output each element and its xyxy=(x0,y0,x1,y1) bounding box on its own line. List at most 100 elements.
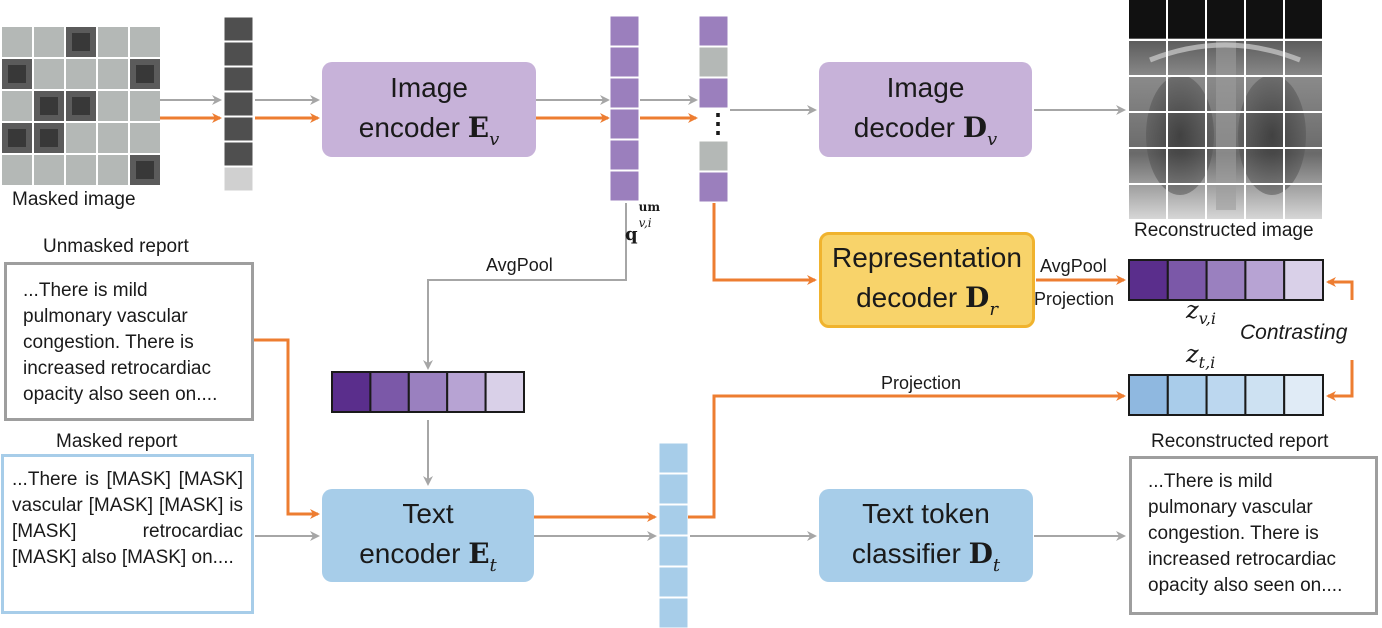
image-encoder-line2: encoder xyxy=(358,111,460,143)
image-token-column xyxy=(609,15,640,202)
text-token-classifier-block: Text token classifier Dt xyxy=(819,489,1033,582)
patch-detail xyxy=(72,97,90,115)
image-patch xyxy=(98,123,128,153)
text-token-column xyxy=(658,442,689,628)
pooled-cell xyxy=(407,371,449,413)
contrasting-label: Contrasting xyxy=(1240,321,1348,344)
classifier-line2: classifier xyxy=(851,537,961,569)
reconstructed-report-box: ...There is mild pulmonary vascular cong… xyxy=(1129,456,1378,615)
rep-decoder-line2: decoder xyxy=(856,282,958,313)
reconstructed-report-label: Reconstructed report xyxy=(1151,431,1329,452)
image-patch xyxy=(34,155,64,185)
projection-right-label: Projection xyxy=(1034,289,1115,309)
arrow-avgpool-q xyxy=(423,203,627,370)
masked-report-box: ...There is [MASK] [MASK] vascular [MASK… xyxy=(1,454,254,614)
masked-image-label: Masked image xyxy=(12,189,136,210)
strip-patch xyxy=(224,67,253,91)
arrow-contrast-bottom xyxy=(1326,360,1354,401)
image-patch xyxy=(66,123,96,153)
image-token xyxy=(609,170,640,202)
arrow-unmasked-to-textencoder xyxy=(253,338,320,519)
unmasked-report-label: Unmasked report xyxy=(43,236,189,257)
mixed-token xyxy=(698,15,729,47)
masked-report-label: Masked report xyxy=(56,431,178,452)
mixed-token xyxy=(698,140,729,172)
patch-detail xyxy=(40,97,58,115)
mixed-token xyxy=(698,77,729,109)
projection-mid-label: Projection xyxy=(881,373,962,393)
image-patch xyxy=(34,59,64,89)
strip-patch xyxy=(224,167,253,191)
patch-detail xyxy=(136,65,154,83)
classifier-sub: t xyxy=(992,554,1001,576)
patch-detail xyxy=(72,33,90,51)
image-patch xyxy=(98,27,128,57)
strip-patch-border xyxy=(223,66,254,92)
image-encoder-sub: v xyxy=(489,128,500,150)
text-encoder-sub: t xyxy=(489,554,497,576)
image-patch xyxy=(130,123,160,153)
text-token xyxy=(658,535,689,567)
image-decoder-line1: Image xyxy=(886,71,965,103)
z-v-cell xyxy=(1205,259,1247,301)
reconstructed-image-label: Reconstructed image xyxy=(1134,220,1314,241)
ellipsis-icon: ⋮ xyxy=(705,108,731,138)
pooled-cell xyxy=(446,371,487,413)
image-patch xyxy=(2,27,32,57)
strip-patch-border xyxy=(223,116,254,142)
z-t-cell xyxy=(1244,374,1286,416)
visible-patch-strip xyxy=(223,16,254,192)
z-t-cell xyxy=(1166,374,1208,416)
z-v-vector xyxy=(1128,259,1324,301)
arrow-mixed-to-repdecoder xyxy=(712,203,817,285)
image-encoder-symbol: E xyxy=(467,110,490,144)
text-token xyxy=(658,566,689,598)
z-v-cell xyxy=(1283,259,1324,301)
z-t-cell xyxy=(1205,374,1247,416)
image-patch xyxy=(130,91,160,121)
strip-patch-border xyxy=(223,16,254,42)
image-token xyxy=(609,139,640,171)
pooled-cell xyxy=(484,371,526,413)
z-v-cell xyxy=(1166,259,1208,301)
strip-patch xyxy=(224,17,253,41)
patch-detail xyxy=(136,161,154,179)
z-v-cell xyxy=(1128,259,1169,301)
avgpool-right-label: AvgPool xyxy=(1040,256,1107,276)
mixed-token xyxy=(698,171,729,203)
text-encoder-symbol: E xyxy=(468,536,490,570)
image-patch xyxy=(130,27,160,57)
z-t-vector xyxy=(1128,374,1324,416)
z-t-cell xyxy=(1283,374,1324,416)
image-token xyxy=(609,15,640,47)
classifier-line1: Text token xyxy=(862,497,990,529)
strip-patch-border xyxy=(223,41,254,67)
strip-patch xyxy=(224,117,253,141)
image-patch xyxy=(2,91,32,121)
z-v-cell xyxy=(1244,259,1286,301)
image-patch xyxy=(66,59,96,89)
strip-patch xyxy=(224,142,253,166)
image-token xyxy=(609,108,640,140)
arrow-text-projection xyxy=(688,391,1126,519)
strip-patch-border xyxy=(223,91,254,117)
image-token xyxy=(609,77,640,109)
arrow-contrast-top xyxy=(1326,277,1354,300)
strip-patch-border xyxy=(223,166,254,192)
reconstructed-report-text: ...There is mild pulmonary vascular cong… xyxy=(1148,471,1343,596)
strip-patch xyxy=(224,92,253,116)
representation-decoder-block: Representation decoder Dr xyxy=(819,232,1035,328)
image-patch xyxy=(66,155,96,185)
image-decoder-line2: decoder xyxy=(853,111,955,143)
unmasked-report-box: ...There is mild pulmonary vascular cong… xyxy=(4,262,254,421)
image-patch xyxy=(98,59,128,89)
image-patch xyxy=(98,155,128,185)
image-decoder-symbol: D xyxy=(962,110,988,144)
image-patch xyxy=(98,91,128,121)
image-decoder-sub: v xyxy=(987,128,998,150)
pooled-cell xyxy=(331,371,372,413)
masked-image-grid xyxy=(2,27,160,185)
text-token xyxy=(658,473,689,505)
strip-patch xyxy=(224,42,253,66)
